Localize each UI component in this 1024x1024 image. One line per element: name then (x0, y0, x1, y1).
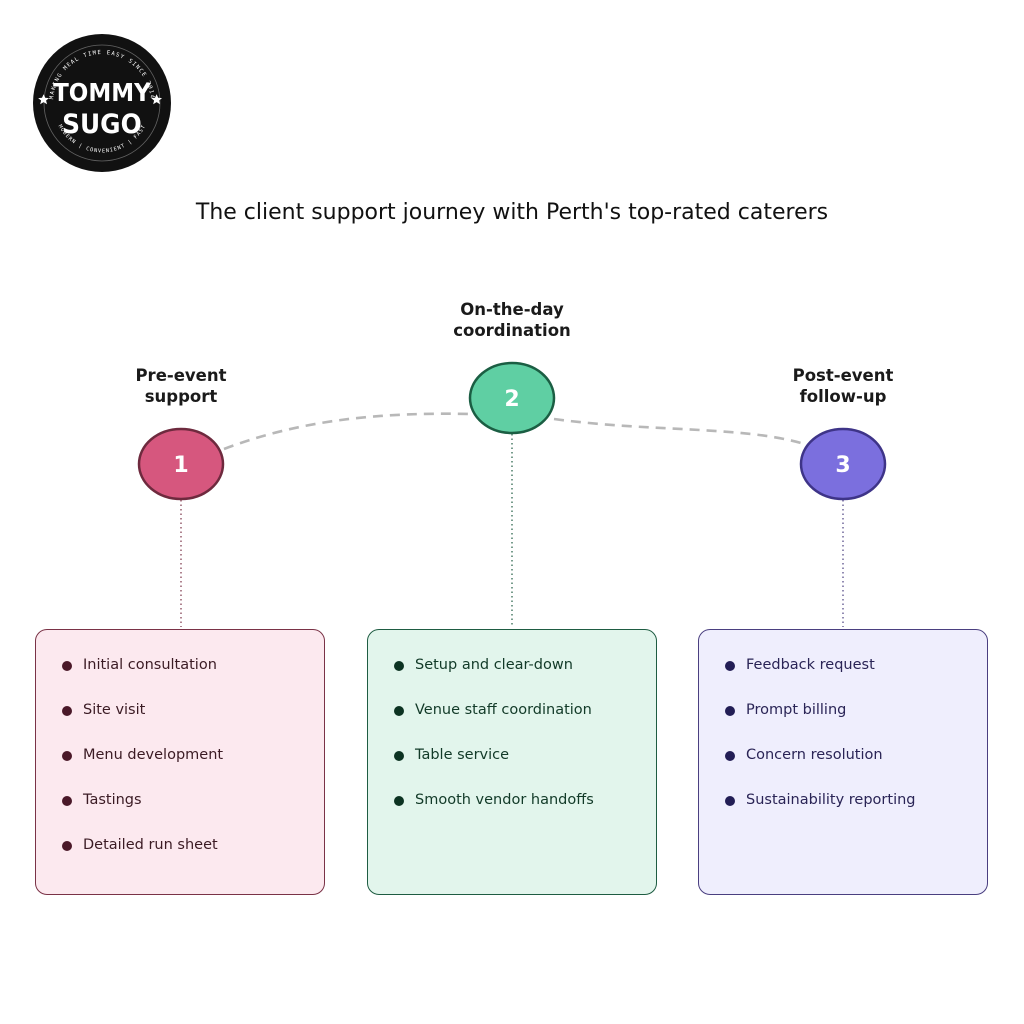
step-3-item-list: Feedback request Prompt billing Concern … (725, 656, 967, 836)
step-1-item-list: Initial consultation Site visit Menu dev… (62, 656, 304, 881)
step-3-heading-line2: follow-up (799, 387, 887, 406)
list-item: Site visit (62, 701, 304, 746)
step-2-heading-line1: On-the-day (460, 300, 564, 319)
star-icon (151, 94, 163, 105)
list-item: Feedback request (725, 656, 967, 701)
list-item: Table service (394, 746, 636, 791)
list-item: Tastings (62, 791, 304, 836)
step-2-item-list: Setup and clear-down Venue staff coordin… (394, 656, 636, 836)
list-item: Menu development (62, 746, 304, 791)
step-2-heading-line2: coordination (453, 321, 571, 340)
step-3-card: Feedback request Prompt billing Concern … (698, 629, 988, 895)
connector-2-3 (553, 417, 802, 445)
list-item: Prompt billing (725, 701, 967, 746)
list-item: Initial consultation (62, 656, 304, 701)
step-1-heading: Pre-event support (81, 365, 281, 407)
step-1-node: 1 (137, 427, 225, 501)
step-1-card: Initial consultation Site visit Menu dev… (35, 629, 325, 895)
list-item: Detailed run sheet (62, 836, 304, 881)
step-1-circle (137, 427, 225, 501)
diagram-title: The client support journey with Perth's … (195, 200, 829, 225)
step-2-card: Setup and clear-down Venue staff coordin… (367, 629, 657, 895)
tommy-sugo-logo: MAKING MEAL TIME EASY SINCE 2014 MODERN … (33, 34, 171, 172)
star-icon (38, 94, 50, 105)
step-1-number: 1 (173, 453, 188, 478)
step-1-heading-line1: Pre-event (135, 366, 227, 385)
list-item: Venue staff coordination (394, 701, 636, 746)
step-3-number: 3 (835, 453, 850, 478)
step-3-heading: Post-event follow-up (743, 365, 943, 407)
list-item: Setup and clear-down (394, 656, 636, 701)
step-3-heading-line1: Post-event (792, 366, 894, 385)
step-1-heading-line2: support (144, 387, 218, 406)
connector-1-2 (223, 412, 472, 451)
list-item: Sustainability reporting (725, 791, 967, 836)
step-2-node: 2 (468, 361, 556, 435)
step-3-circle (799, 427, 887, 501)
logo-name-line2: SUGO (62, 109, 142, 140)
step-2-number: 2 (504, 387, 519, 412)
step-2-heading: On-the-day coordination (412, 299, 612, 341)
step-3-node: 3 (799, 427, 887, 501)
logo-badge (33, 34, 171, 172)
step-2-circle (468, 361, 556, 435)
logo-name-line1: TOMMY (53, 78, 151, 107)
list-item: Smooth vendor handoffs (394, 791, 636, 836)
list-item: Concern resolution (725, 746, 967, 791)
